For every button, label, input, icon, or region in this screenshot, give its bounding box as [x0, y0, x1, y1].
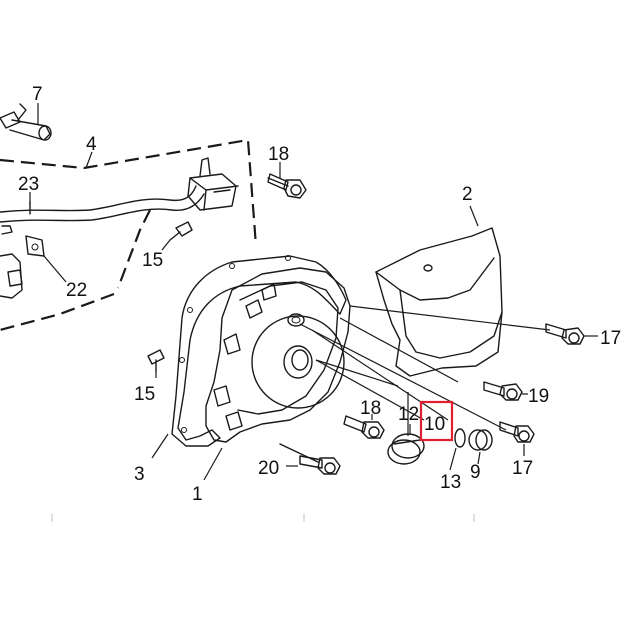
part-label-20: 20	[258, 458, 279, 479]
part-label-15-lower: 15	[134, 384, 155, 405]
assembly-leader-lines	[299, 305, 551, 436]
part-label-10: 10	[424, 414, 445, 435]
part-label-12: 12	[398, 404, 419, 425]
switch-connector	[187, 157, 239, 211]
clip-parts-22	[0, 225, 67, 299]
part-label-3: 3	[134, 464, 145, 485]
part-label-17-lower: 17	[512, 458, 533, 479]
part-label-2: 2	[462, 184, 473, 205]
part-label-18-middle: 18	[360, 398, 381, 419]
bolt-19	[483, 381, 528, 401]
part-label-22: 22	[66, 280, 87, 301]
cap-9	[468, 429, 493, 465]
cable-harness-23	[0, 185, 205, 223]
highlight-box-10	[419, 400, 454, 442]
part-label-13: 13	[440, 472, 461, 493]
dashed-group-outline-4	[0, 138, 258, 332]
screw-15-upper	[161, 221, 193, 251]
o-ring-13	[449, 428, 466, 471]
plug-12	[387, 424, 425, 465]
lever-part-7	[0, 103, 52, 141]
bolt-20	[279, 443, 341, 475]
bolt-18-middle	[343, 414, 385, 439]
crankcase-cover-1	[203, 267, 351, 481]
part-label-4: 4	[86, 134, 97, 155]
bolt-17-upper	[545, 323, 598, 345]
part-label-19: 19	[528, 386, 549, 407]
gasket-3	[151, 255, 347, 459]
screw-15-lower	[147, 349, 165, 378]
part-label-7: 7	[32, 84, 43, 105]
part-label-1: 1	[192, 484, 203, 505]
part-label-15-upper: 15	[142, 250, 163, 271]
part-label-18-top: 18	[268, 144, 289, 165]
part-label-9: 9	[470, 462, 481, 483]
side-cover-2	[375, 205, 503, 377]
part-label-23: 23	[18, 174, 39, 195]
part-label-17-upper: 17	[600, 328, 621, 349]
bolt-18-top	[267, 162, 307, 199]
bolt-17-lower	[499, 421, 535, 456]
